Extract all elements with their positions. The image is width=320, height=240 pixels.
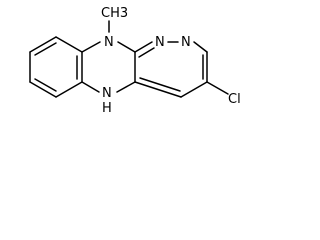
methyl-label: CH3	[101, 6, 128, 21]
bond	[180, 81, 208, 98]
benzene-ring	[29, 36, 83, 98]
central-ring	[81, 20, 136, 93]
bond	[55, 36, 83, 53]
bond	[55, 81, 83, 98]
bond	[81, 41, 101, 53]
bond	[134, 81, 182, 98]
bond	[117, 41, 136, 53]
double-bond	[138, 47, 155, 58]
cl-bond	[206, 81, 229, 95]
double-bond	[139, 77, 181, 92]
nh-n-label: N	[102, 86, 112, 101]
bond	[116, 81, 136, 93]
chlorine-label: Cl	[228, 92, 241, 107]
double-bond	[34, 78, 57, 92]
n-methyl-label: N	[104, 35, 114, 50]
n-ring-right-label: N	[181, 35, 191, 50]
nh-h-label: H	[102, 101, 112, 116]
bond	[193, 41, 208, 53]
chemical-structure: CH3 N N N N H Cl	[29, 6, 241, 116]
n-ring-top-label: N	[155, 35, 165, 50]
double-bond	[34, 42, 57, 56]
bond	[29, 81, 57, 98]
bond	[81, 81, 100, 93]
pyridazine-ring	[134, 41, 229, 98]
bond	[134, 41, 153, 53]
bond	[29, 36, 57, 53]
